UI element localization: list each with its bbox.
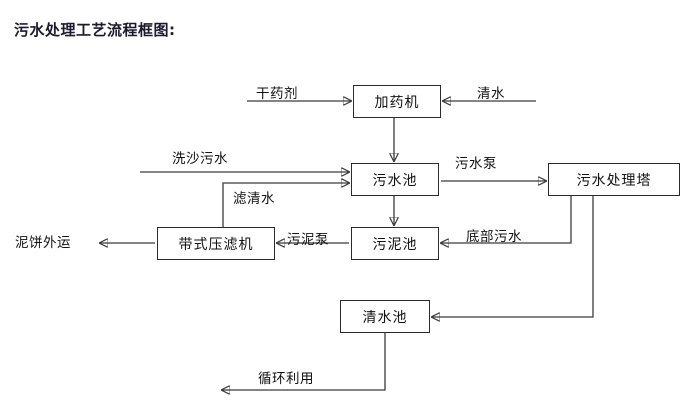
edge-tower-to-clearwater-pool (432, 196, 594, 317)
label-filtered-water: 滤清水 (233, 191, 275, 207)
label-dry-chemical: 干药剂 (256, 86, 298, 102)
label-clean-water: 清水 (477, 86, 505, 102)
node-sludge-pool[interactable]: 污泥池 (351, 227, 439, 260)
node-treatment-tower[interactable]: 污水处理塔 (548, 163, 680, 196)
node-dosing-machine[interactable]: 加药机 (353, 85, 441, 118)
label-wastewater-pump: 污水泵 (455, 156, 497, 172)
node-clear-water-pool[interactable]: 清水池 (340, 300, 430, 333)
label-sand-wash-water: 洗沙污水 (172, 151, 228, 167)
label-recycling-reuse: 循环利用 (258, 371, 314, 387)
node-wastewater-pool[interactable]: 污水池 (351, 163, 439, 196)
page-title: 污水处理工艺流程框图: (14, 21, 176, 39)
label-bottom-wastewater: 底部污水 (466, 229, 522, 245)
node-belt-filter-press[interactable]: 带式压滤机 (157, 227, 275, 260)
label-sludge-pump: 污泥泵 (287, 232, 329, 248)
label-mud-cake-output: 泥饼外运 (15, 235, 71, 251)
